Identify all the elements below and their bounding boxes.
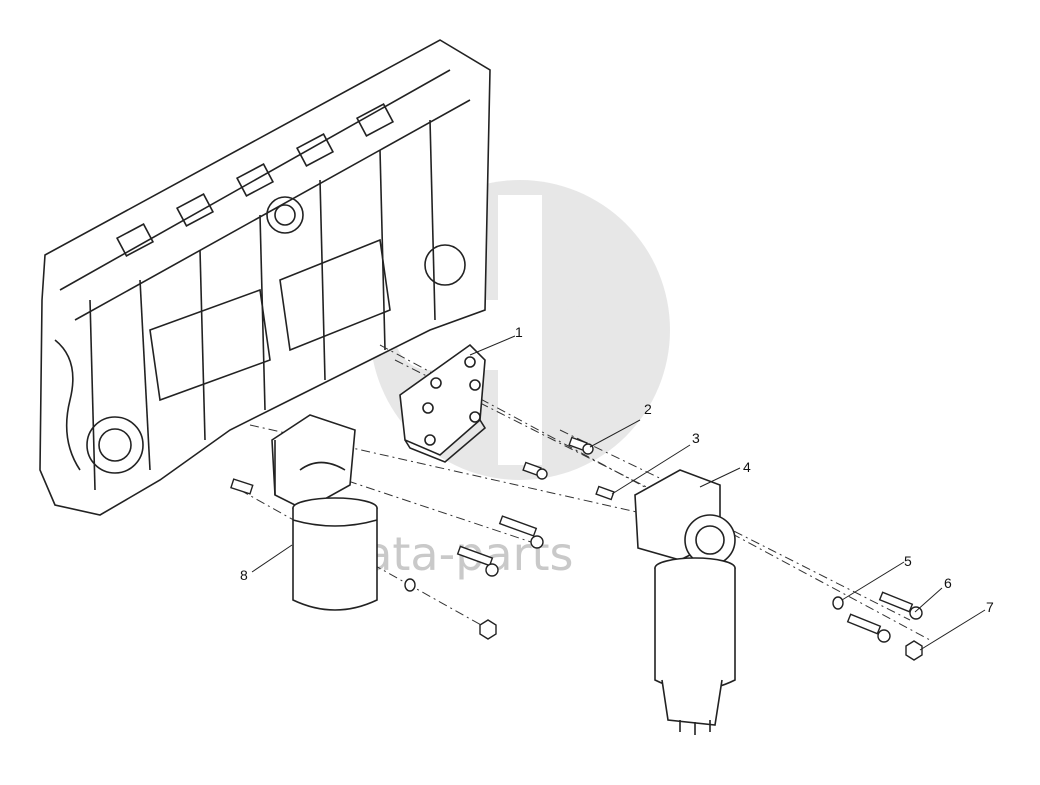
leader-lines xyxy=(251,335,986,651)
callout-8: 8 xyxy=(240,567,248,583)
callout-labels: 1 2 3 4 5 6 7 8 xyxy=(240,324,994,615)
engine-block xyxy=(39,39,491,516)
washer-part-5 xyxy=(832,596,844,610)
callout-6: 6 xyxy=(944,575,952,591)
fasteners xyxy=(230,436,923,661)
callout-7: 7 xyxy=(986,599,994,615)
long-bolt-lower xyxy=(456,545,499,577)
mounting-plate xyxy=(399,343,487,463)
bolt-part-6 xyxy=(878,591,923,620)
callout-3: 3 xyxy=(692,430,700,446)
fuel-filter-left xyxy=(271,414,378,611)
callout-1: 1 xyxy=(515,324,523,340)
callout-2: 2 xyxy=(644,401,652,417)
fuel-filter-right xyxy=(634,469,736,735)
bolt-lower-right xyxy=(846,613,891,643)
stud-left xyxy=(230,478,254,495)
nut-left xyxy=(479,619,497,640)
washer-left xyxy=(404,578,416,592)
nut-part-7 xyxy=(905,640,923,661)
bolt-mid xyxy=(522,461,548,480)
callout-4: 4 xyxy=(743,459,751,475)
stud-part-3 xyxy=(595,485,615,501)
callout-5: 5 xyxy=(904,553,912,569)
long-bolt-upper xyxy=(498,515,544,549)
